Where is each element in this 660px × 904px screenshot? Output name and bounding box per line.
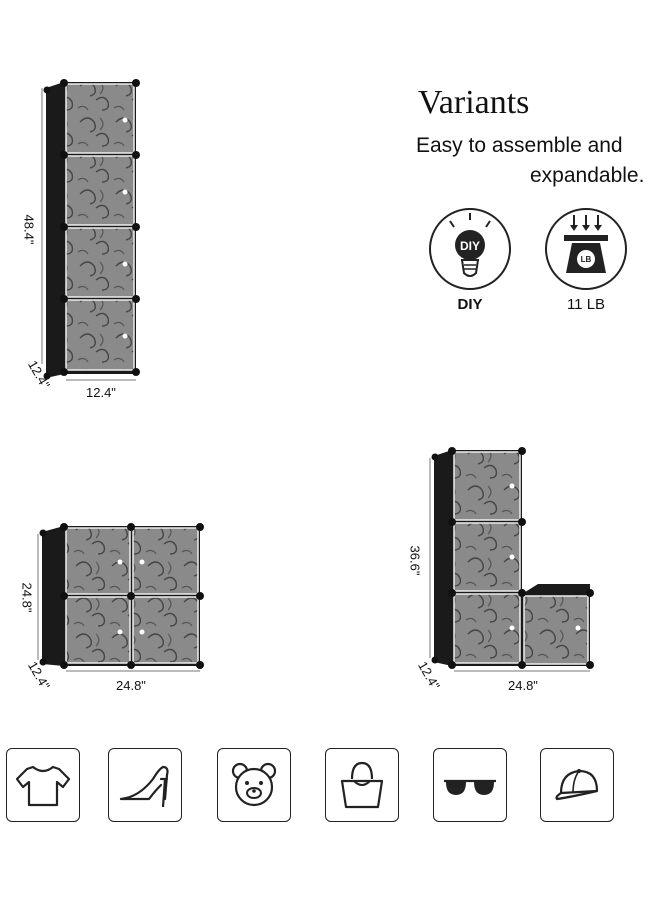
- weight-feature: LB: [544, 207, 628, 291]
- diy-label: DIY: [457, 296, 483, 313]
- tshirt-icon-box: [6, 748, 80, 822]
- diy-feature: DIY: [428, 207, 512, 291]
- cap-icon: [555, 769, 599, 801]
- subtitle-line-1: Easy to assemble and: [416, 134, 623, 157]
- tower-width-dim: 12.4": [86, 385, 116, 400]
- tshirt-icon: [15, 765, 71, 807]
- sunglasses-icon: [444, 779, 496, 795]
- high-heel-icon: [119, 765, 169, 808]
- page-title: Variants: [418, 84, 530, 121]
- tower-height-dim: 48.4": [21, 214, 37, 245]
- tower-cube-organizer: [40, 78, 150, 383]
- weight-label: 11 LB: [566, 296, 606, 313]
- square-cube-organizer: [36, 522, 208, 672]
- sunglasses-icon-box: [433, 748, 507, 822]
- square-width-dim: 24.8": [116, 678, 146, 693]
- square-height-dim: 24.8": [19, 582, 35, 613]
- teddy-bear-icon-box: [217, 748, 291, 822]
- scale-weight-icon: LB: [545, 208, 627, 290]
- handbag-icon: [340, 761, 384, 809]
- subtitle-line-2: expandable.: [530, 164, 645, 187]
- weight-badge: LB: [581, 255, 592, 264]
- cap-icon-box: [540, 748, 614, 822]
- handbag-icon-box: [325, 748, 399, 822]
- diy-badge: DIY: [460, 239, 480, 253]
- high-heel-icon-box: [108, 748, 182, 822]
- teddy-bear-icon: [231, 762, 277, 807]
- l-shape-cube-organizer: [428, 446, 598, 672]
- l-shape-width-dim: 24.8": [508, 678, 538, 693]
- l-shape-height-dim: 36.6": [407, 545, 423, 576]
- diy-lightbulb-icon: DIY: [429, 208, 511, 290]
